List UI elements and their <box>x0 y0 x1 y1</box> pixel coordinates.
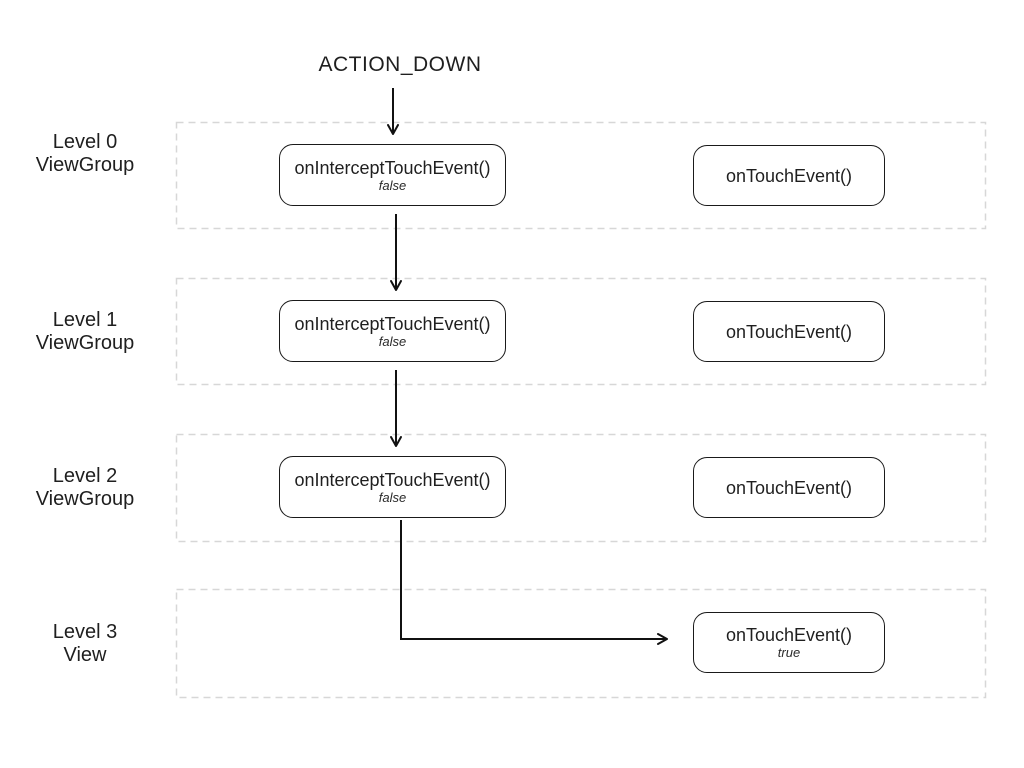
level-0-label-line1: Level 0 <box>52 131 118 153</box>
level-0-label: Level 0 ViewGroup <box>18 131 152 177</box>
level-2-touch-box: onTouchEvent() <box>693 457 885 518</box>
page-title: ACTION_DOWN <box>318 53 482 76</box>
level-2-intercept-box: onInterceptTouchEvent() false <box>279 456 506 518</box>
level-0-row-border <box>175 121 987 230</box>
level-2-label-line1: Level 2 <box>52 465 118 487</box>
level-3-touch-label: onTouchEvent() <box>725 625 853 645</box>
level-2-label: Level 2 ViewGroup <box>18 465 152 511</box>
level-0-intercept-box: onInterceptTouchEvent() false <box>279 144 506 206</box>
level-1-label-line2: ViewGroup <box>35 332 135 354</box>
level-0-intercept-label: onInterceptTouchEvent() <box>294 157 491 178</box>
level-3-label-line1: Level 3 <box>52 621 118 643</box>
level-1-intercept-result: false <box>378 333 407 349</box>
level-2-intercept-label: onInterceptTouchEvent() <box>294 469 491 490</box>
level-1-intercept-label: onInterceptTouchEvent() <box>294 313 491 334</box>
level-2-row-border <box>175 433 987 543</box>
level-3-row-border <box>175 588 987 699</box>
level-0-intercept-result: false <box>378 177 407 193</box>
level-1-intercept-box: onInterceptTouchEvent() false <box>279 300 506 362</box>
level-3-label: Level 3 View <box>18 621 152 667</box>
level-2-label-line2: ViewGroup <box>35 488 135 510</box>
level-0-touch-box: onTouchEvent() <box>693 145 885 206</box>
level-1-row-border <box>175 277 987 386</box>
level-0-label-line2: ViewGroup <box>35 154 135 176</box>
level-0-touch-label: onTouchEvent() <box>725 165 853 186</box>
arrow-level2-to-level3-touch-icon <box>400 520 668 645</box>
level-3-touch-result: true <box>777 645 801 660</box>
level-2-touch-label: onTouchEvent() <box>725 477 853 498</box>
level-3-touch-box: onTouchEvent() true <box>693 612 885 673</box>
level-3-label-line2: View <box>63 644 107 666</box>
level-1-label: Level 1 ViewGroup <box>18 309 152 355</box>
level-1-label-line1: Level 1 <box>52 309 118 331</box>
level-1-touch-label: onTouchEvent() <box>725 321 853 342</box>
level-2-intercept-result: false <box>378 489 407 505</box>
level-1-touch-box: onTouchEvent() <box>693 301 885 362</box>
